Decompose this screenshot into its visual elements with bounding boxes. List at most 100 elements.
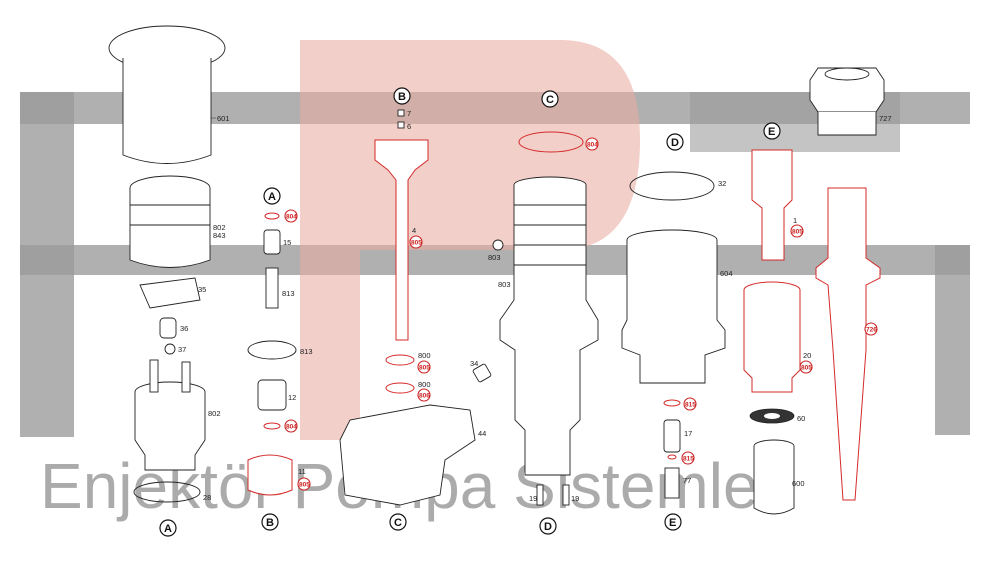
label-7: 7 [407, 109, 411, 118]
section-marker-e-top: E [768, 126, 775, 138]
pressure-pipe-726 [815, 187, 881, 501]
fitting-727-thread [817, 112, 877, 136]
label-800-b: 800 [418, 380, 431, 389]
pin-19-a [536, 484, 544, 506]
label-12: 12 [288, 393, 296, 402]
housing-604 [621, 240, 726, 384]
callout-815-a: 815 [685, 402, 696, 409]
section-marker-b-bottom: B [266, 517, 274, 529]
ball-37 [164, 343, 176, 355]
label-601: 601 [217, 114, 230, 123]
watermark-bar-right [935, 245, 970, 435]
label-20: 20 [803, 351, 811, 360]
label-1: 1 [793, 216, 797, 225]
label-727: 727 [879, 114, 892, 123]
label-803-b: 803 [498, 280, 511, 289]
callout-805-a: 805 [299, 482, 310, 489]
column-spring-stack: A 804 15 813 813 12 804 11 805 B [247, 187, 313, 531]
section-marker-b-top: B [398, 91, 406, 103]
label-19-b: 19 [571, 494, 579, 503]
label-802-a: 802 [213, 223, 226, 232]
pin-19-b [562, 484, 570, 506]
valve-stem-4 [374, 139, 429, 341]
column-a-assembly: 601 802 843 35 36 37 802 28 A [108, 25, 230, 537]
column-valve-assembly: B 7 6 4 805 800 805 800 806 44 C [339, 87, 486, 531]
label-802-b: 802 [208, 409, 221, 418]
shim-800-b [385, 382, 415, 394]
cap-601-body [122, 58, 212, 164]
label-4: 4 [412, 226, 416, 235]
spring-15 [263, 229, 281, 255]
label-60: 60 [797, 414, 805, 423]
spring-36 [159, 317, 177, 339]
label-813-a: 813 [282, 289, 295, 298]
pin-7 [397, 109, 405, 117]
label-77: 77 [683, 476, 691, 485]
callout-805-c: 805 [419, 365, 430, 372]
callout-815-b: 815 [683, 456, 694, 463]
oring-28 [133, 481, 201, 503]
label-800-a: 800 [418, 351, 431, 360]
label-15: 15 [283, 238, 291, 247]
pin-6 [397, 121, 405, 129]
label-11: 11 [298, 467, 306, 476]
section-marker-e-bottom: E [669, 517, 676, 529]
plate-813 [247, 340, 297, 360]
label-37: 37 [178, 345, 186, 354]
nozzle-1 [751, 149, 793, 261]
column-connector: 727 726 [809, 67, 892, 501]
callout-805-d: 805 [792, 229, 803, 236]
label-803-a: 803 [488, 253, 501, 262]
washer-804-b [263, 422, 281, 430]
column-injector-body: C 804 803 803 34 19 19 D [470, 90, 599, 535]
section-marker-c-top: C [546, 94, 554, 106]
fitting-727-hex [809, 67, 885, 113]
label-813-b: 813 [300, 347, 313, 356]
column-housing: D 32 604 815 17 815 77 E [621, 133, 733, 531]
column-nozzle: E 1 805 20 805 60 600 [743, 122, 813, 515]
body-802-lower [134, 392, 206, 471]
filter-11 [247, 454, 293, 496]
callout-804-c: 804 [587, 142, 598, 149]
section-marker-d-bottom: D [544, 521, 552, 533]
screw-34 [472, 363, 492, 383]
oring-804-c [518, 131, 584, 153]
label-19-a: 19 [529, 494, 537, 503]
section-marker-a-top: A [268, 191, 276, 203]
section-marker-a-bottom: A [164, 523, 172, 535]
spring-12 [257, 379, 287, 411]
injector-body-803 [499, 185, 599, 476]
label-28: 28 [203, 493, 211, 502]
label-17: 17 [684, 429, 692, 438]
watermark-letter-p [300, 40, 640, 440]
nut-802-body [129, 188, 211, 268]
label-35: 35 [198, 285, 206, 294]
callout-805-e: 805 [801, 365, 812, 372]
callout-806: 806 [419, 393, 430, 400]
sleeve-600 [753, 446, 795, 515]
label-34: 34 [470, 359, 478, 368]
shim-800-a [385, 354, 415, 366]
label-36: 36 [180, 324, 188, 333]
gasket-32 [629, 171, 715, 201]
spring-17 [663, 419, 681, 453]
label-32: 32 [718, 179, 726, 188]
section-marker-d-top: D [671, 137, 679, 149]
piston-77 [664, 467, 680, 499]
washer-804-a [264, 212, 280, 220]
label-44: 44 [478, 429, 486, 438]
label-600: 600 [792, 479, 805, 488]
label-604: 604 [720, 269, 733, 278]
label-843: 843 [213, 231, 226, 240]
clip-35 [139, 277, 201, 309]
clamp-44 [339, 404, 476, 506]
callout-726: 726 [866, 327, 877, 334]
label-6: 6 [407, 122, 411, 131]
nut-20 [743, 290, 801, 393]
callout-804-b: 804 [286, 424, 297, 431]
pin-813 [265, 267, 279, 309]
callout-804-a: 804 [286, 214, 297, 221]
section-marker-c-bottom: C [394, 517, 402, 529]
